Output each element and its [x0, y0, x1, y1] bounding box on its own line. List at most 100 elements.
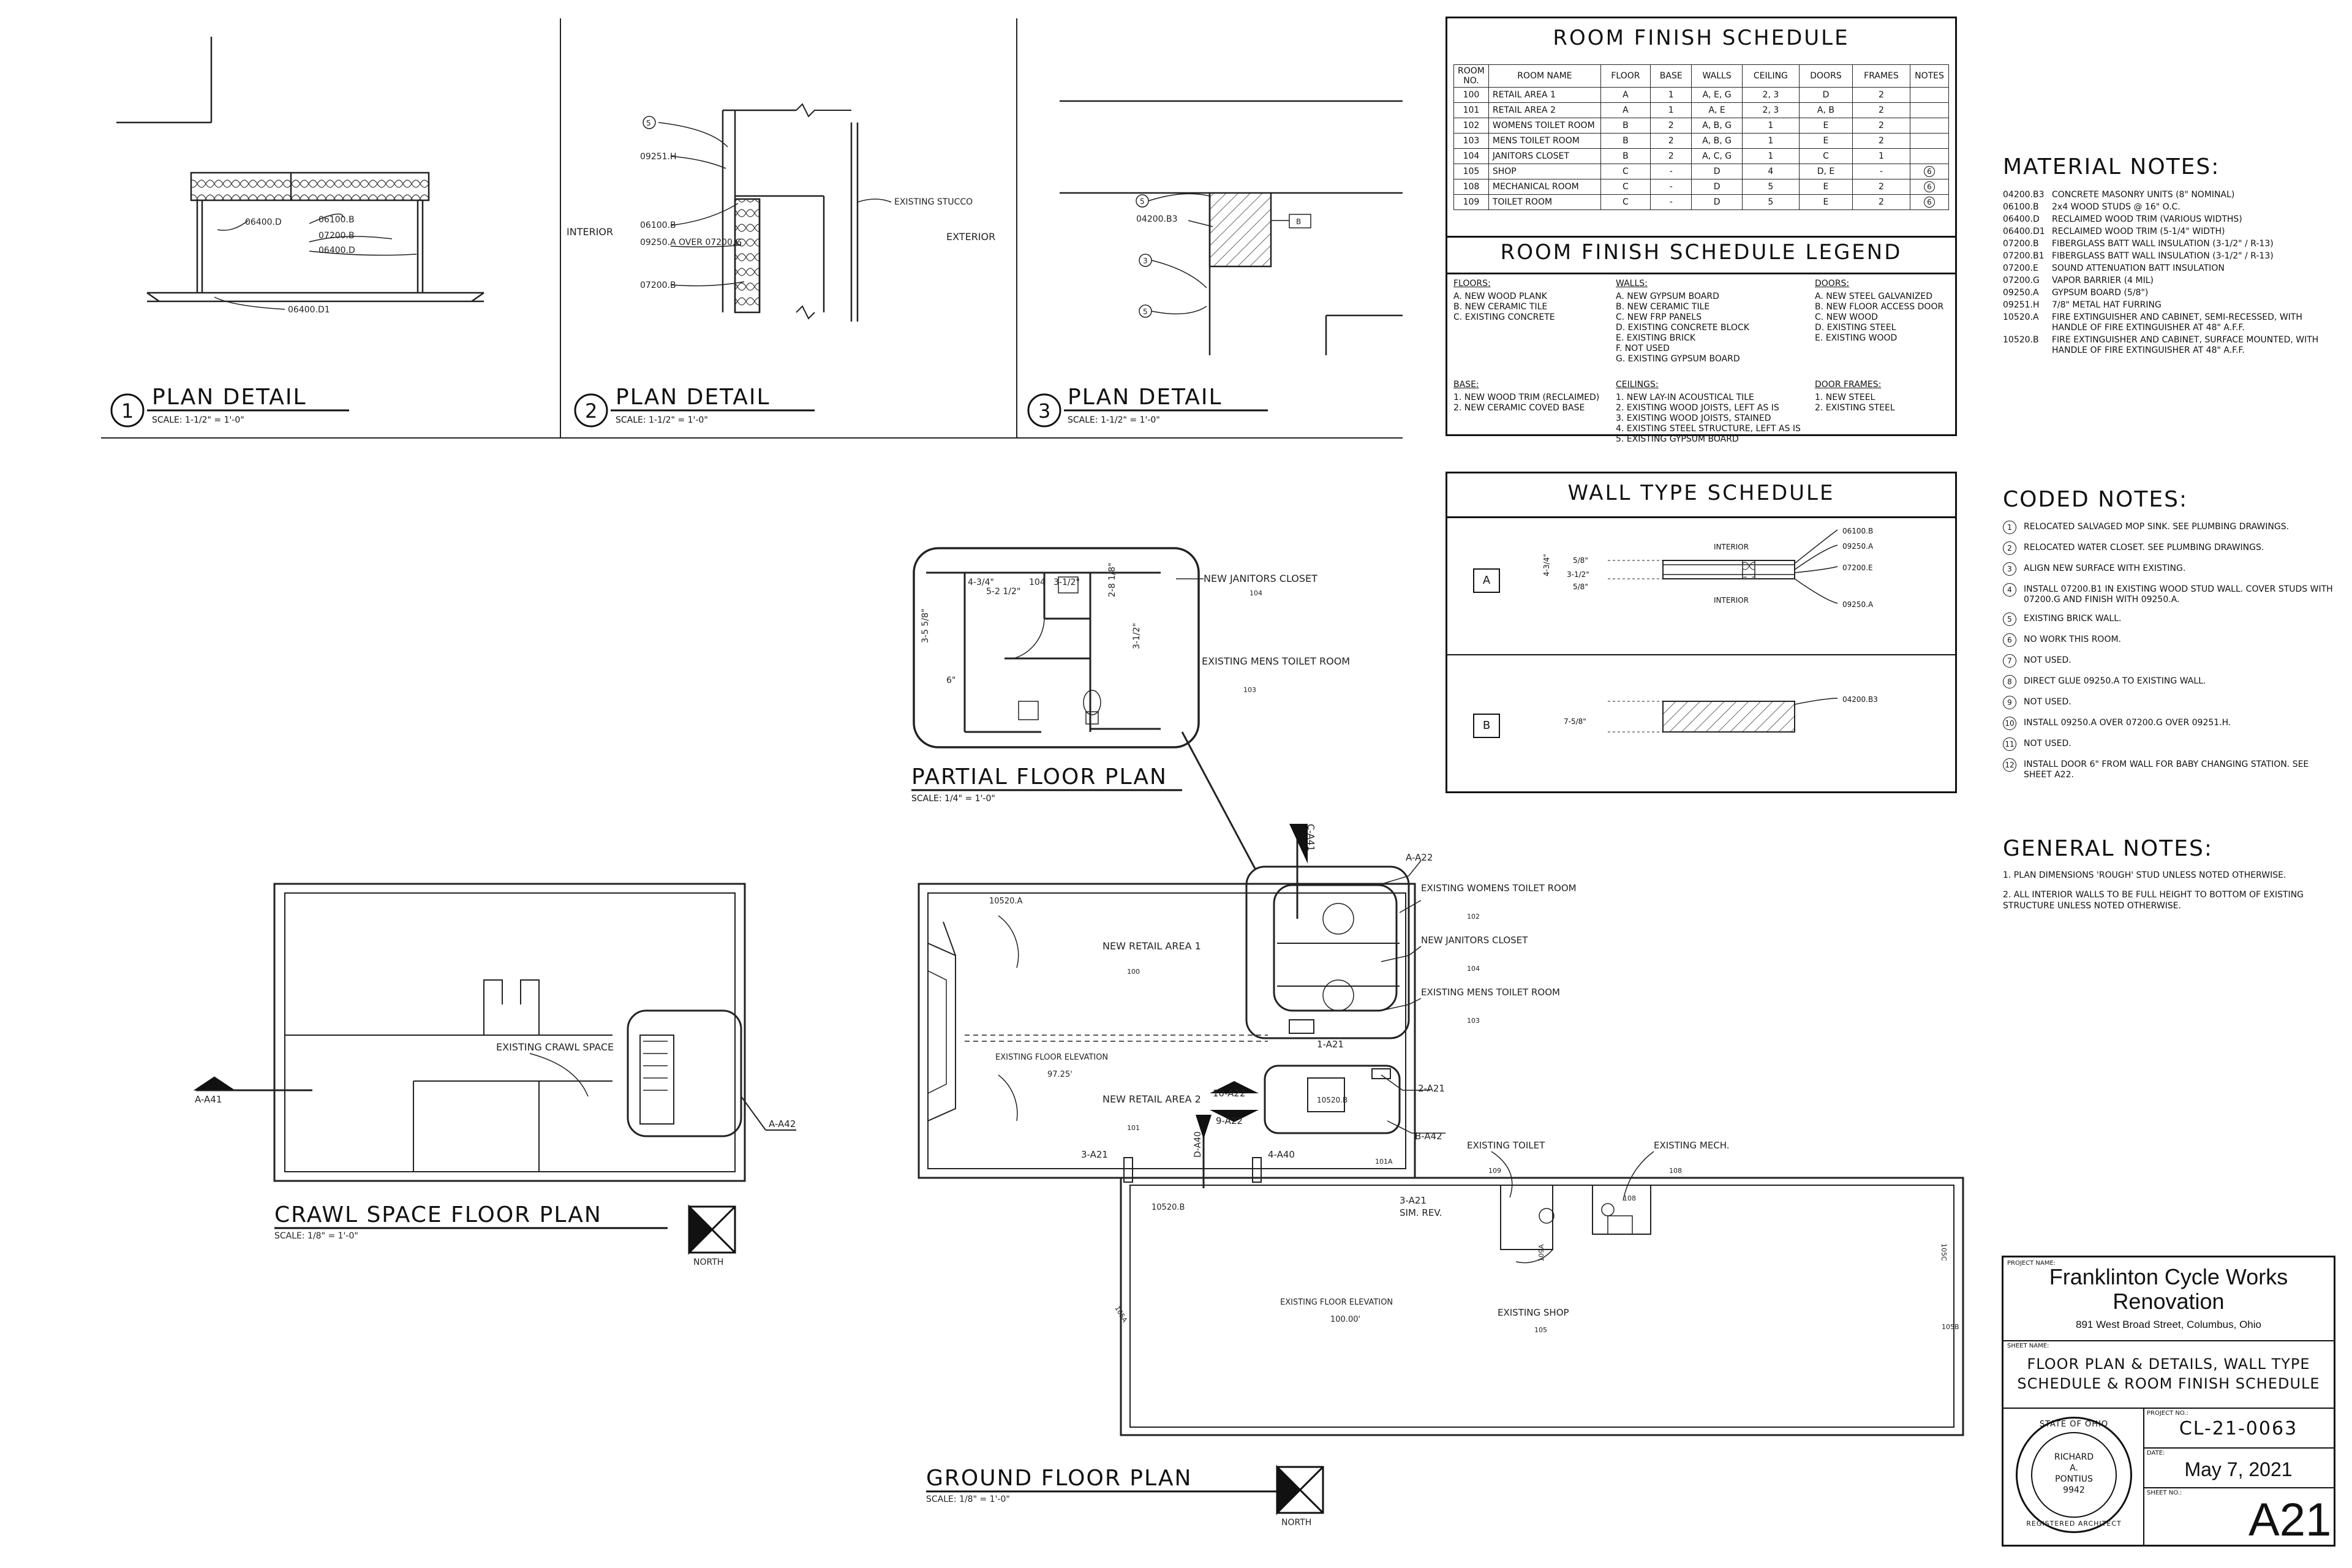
note-number-icon: 3 — [2003, 562, 2016, 576]
room-number: 102 — [1467, 913, 1480, 921]
legend-item: 1. NEW STEEL — [1815, 393, 1875, 402]
ground-floor-labels: NEW RETAIL AREA 1 100 NEW RETAIL AREA 2 … — [926, 824, 1959, 1528]
room-name: EXISTING SHOP — [1498, 1307, 1569, 1318]
coded-note-text: INSTALL 07200.B1 IN EXISTING WOOD STUD W… — [2024, 584, 2333, 605]
table-cell: 2 — [1852, 102, 1911, 118]
plan-detail-3-drawing — [1060, 100, 1403, 355]
detail-label: 09250.A OVER 07200.G — [640, 238, 742, 247]
section-tag: D-A40 — [1193, 1131, 1203, 1158]
door-tag: 105A — [1113, 1305, 1129, 1324]
wall-dim: 5/8" — [1573, 582, 1588, 591]
coded-note-text: DIRECT GLUE 09250.A TO EXISTING WALL. — [2024, 676, 2206, 686]
table-cell: - — [1650, 194, 1692, 210]
table-cell: 1 — [1741, 133, 1800, 149]
table-cell: 2, 3 — [1741, 87, 1800, 103]
table-cell: 100 — [1453, 87, 1489, 103]
dim: 3-1/2" — [1054, 578, 1080, 587]
room-name: NEW JANITORS CLOSET — [1421, 935, 1528, 946]
table-cell — [1910, 148, 1949, 164]
room-number: 100 — [1127, 968, 1140, 976]
column-header: NOTES — [1910, 64, 1949, 88]
note-number-icon: 10 — [2003, 717, 2016, 730]
wall-dim: 3-1/2" — [1567, 570, 1589, 579]
detail-label: 04200.B3 — [1136, 214, 1178, 224]
note-number-icon: 6 — [2003, 633, 2016, 647]
table-cell: 6 — [1910, 194, 1949, 210]
legend-item: A. NEW GYPSUM BOARD — [1616, 292, 1719, 301]
coded-note-text: INSTALL 09250.A OVER 07200.G OVER 09251.… — [2024, 718, 2231, 728]
coded-notes-title: CODED NOTES: — [2003, 487, 2188, 512]
material-code: 06400.D — [2003, 214, 2040, 224]
wall-label: 09250.A — [1842, 542, 1874, 551]
legend-item: E. EXISTING BRICK — [1616, 333, 1696, 343]
material-description: RECLAIMED WOOD TRIM (VARIOUS WIDTHS) — [2052, 214, 2242, 224]
dim: 104 — [1029, 578, 1046, 587]
sheet-no-label: SHEET NO.: — [2147, 1490, 2182, 1496]
plan-detail-1-labels: 06400.D 06100.B 07200.B 06400.D 06400.D1 — [245, 215, 355, 315]
table-cell: 1 — [1741, 148, 1800, 164]
material-code: 07200.B1 — [2003, 251, 2045, 261]
column-header: CEILING — [1741, 64, 1800, 88]
date-label: DATE: — [2147, 1450, 2165, 1457]
material-description: SOUND ATTENUATION BATT INSULATION — [2052, 263, 2225, 273]
detail-1-title: PLAN DETAIL — [152, 385, 307, 410]
table-cell: A, B, G — [1691, 133, 1743, 149]
dim: 4-3/4" — [968, 578, 994, 587]
column-header: WALLS — [1691, 64, 1743, 88]
material-description: GYPSUM BOARD (5/8") — [2052, 288, 2149, 298]
table-cell: 2 — [1852, 118, 1911, 134]
section-tag: 2-A21 — [1418, 1083, 1445, 1094]
material-code: 09250.A — [2003, 288, 2039, 298]
table-cell: B — [1600, 118, 1651, 134]
table-cell: 108 — [1453, 179, 1489, 195]
table-cell: B — [1600, 148, 1651, 164]
table-cell: MENS TOILET ROOM — [1488, 133, 1601, 149]
project-no-label: PROJECT NO.: — [2147, 1410, 2188, 1417]
detail-2-scale: SCALE: 1-1/2" = 1'-0" — [616, 415, 708, 425]
seal-name: PONTIUS — [2055, 1474, 2093, 1484]
table-cell: E — [1798, 118, 1853, 134]
ground-floor-plan — [918, 824, 1964, 1436]
table-cell: 2 — [1650, 118, 1692, 134]
general-notes-list: 1. PLAN DIMENSIONS 'ROUGH' STUD UNLESS N… — [2003, 870, 2334, 911]
legend-heading: BASE: — [1453, 380, 1479, 390]
plan-detail-2-drawing — [658, 103, 892, 322]
detail-label: 5 — [1140, 197, 1145, 206]
table-cell: C — [1600, 179, 1651, 195]
north-arrow-icon — [1276, 1464, 1324, 1515]
wall-label: 09250.A — [1842, 600, 1874, 609]
section-tag: C-A41 — [1305, 824, 1316, 851]
plan-detail-1-drawing — [116, 37, 484, 310]
table-cell: - — [1650, 164, 1692, 179]
room-number: 104 — [1467, 965, 1480, 973]
door-tag: 109A — [1537, 1244, 1545, 1262]
detail-2-title: PLAN DETAIL — [616, 385, 771, 410]
north-arrow-icon — [688, 1204, 736, 1255]
table-cell — [1910, 87, 1949, 103]
detail-label: B — [1296, 217, 1301, 226]
section-tag: 9-A22 — [1216, 1115, 1243, 1126]
legend-item: 2. EXISTING STEEL — [1815, 403, 1895, 413]
wall-label: INTERIOR — [1714, 596, 1749, 605]
room-name: EXISTING WOMENS TOILET ROOM — [1421, 883, 1577, 894]
table-cell: - — [1650, 179, 1692, 195]
sheet-name: FLOOR PLAN & DETAILS, WALL TYPE SCHEDULE… — [2017, 1355, 2320, 1392]
seal-name: RICHARD — [2054, 1452, 2094, 1462]
room-number: 103 — [1467, 1017, 1480, 1025]
detail-label: 06100.B — [318, 215, 355, 225]
room-number: 103 — [1243, 686, 1256, 694]
table-cell: A — [1600, 102, 1651, 118]
legend-item: C. NEW FRP PANELS — [1616, 312, 1702, 322]
door-tag: 105B — [1942, 1323, 1959, 1331]
detail-label: 07200.B — [640, 281, 676, 290]
